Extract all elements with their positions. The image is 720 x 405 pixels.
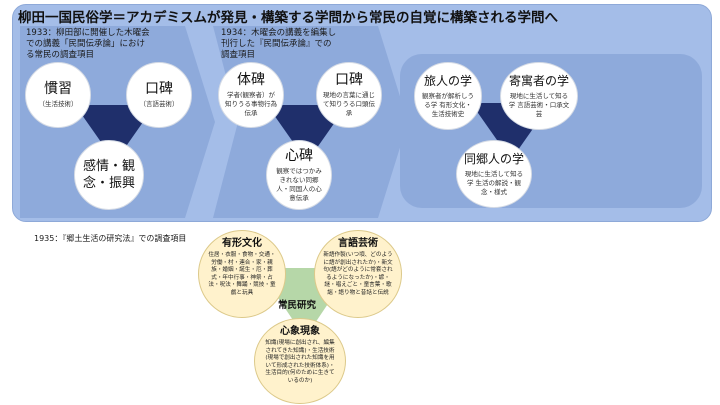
circle-kanshu: 慣習 （生活技術）: [25, 62, 91, 128]
stage-1934-label: 1934：木曜会の講義を編集し 刊行した『民間伝承論』での 調査項目: [221, 28, 337, 60]
circle-kanjo: 感情・観念・振興: [74, 140, 144, 210]
circle-kouhi-1934: 口碑 現地の言葉に通じて知りうる口頭伝承: [316, 62, 382, 128]
circle-yukei-bunka: 有形文化 住居・衣服・食物・交通・労働・村・連合・家・親族・婚姻・誕生・厄・葬式…: [198, 230, 286, 318]
circle-taihi: 体碑 学者(観察者）が知りうる事物行為伝承: [218, 62, 284, 128]
circle-dokyojin: 同郷人の学 現地に生活して知る学 生活の解説・観念・様式: [456, 140, 532, 208]
circle-tabibito: 旅人の学 観察者が解析しうる学 有形文化・生活技術史: [414, 62, 482, 130]
circle-kiguusha: 寄寓者の学 現地に生活して知る学 言語芸術・口承文芸: [500, 62, 578, 130]
stage-1933-triangle: [75, 105, 155, 162]
circle-shinsho-gensho: 心象現象 知識(現場に創出され、編集されてきた知識)・生活技術(現場で創出された…: [254, 318, 346, 404]
section-1935-label: 1935：『郷土生活の研究法』での調査項目: [34, 234, 187, 243]
center-label-jomin-kenkyu: 常民研究: [278, 300, 317, 311]
circle-shinpi: 心碑 観察ではつかみきれない同郷人・同国人の心意伝承: [266, 140, 332, 210]
stage-1933-label: 1933：柳田部に開催した木曜会 での講義「民間伝承論」におけ る常民の調査項目: [26, 28, 150, 60]
page-title: 柳田一国民俗学＝アカデミスムが発見・構築する学問から常民の自覚に構築される学問へ: [18, 10, 558, 26]
circle-gengo-geijutsu: 言語芸術 新語作製(いつ頃、どのように語が創出されたか)・新文句(語がどのように…: [314, 230, 402, 318]
circle-kouhi-1933: 口碑 （言語芸術）: [126, 62, 192, 128]
